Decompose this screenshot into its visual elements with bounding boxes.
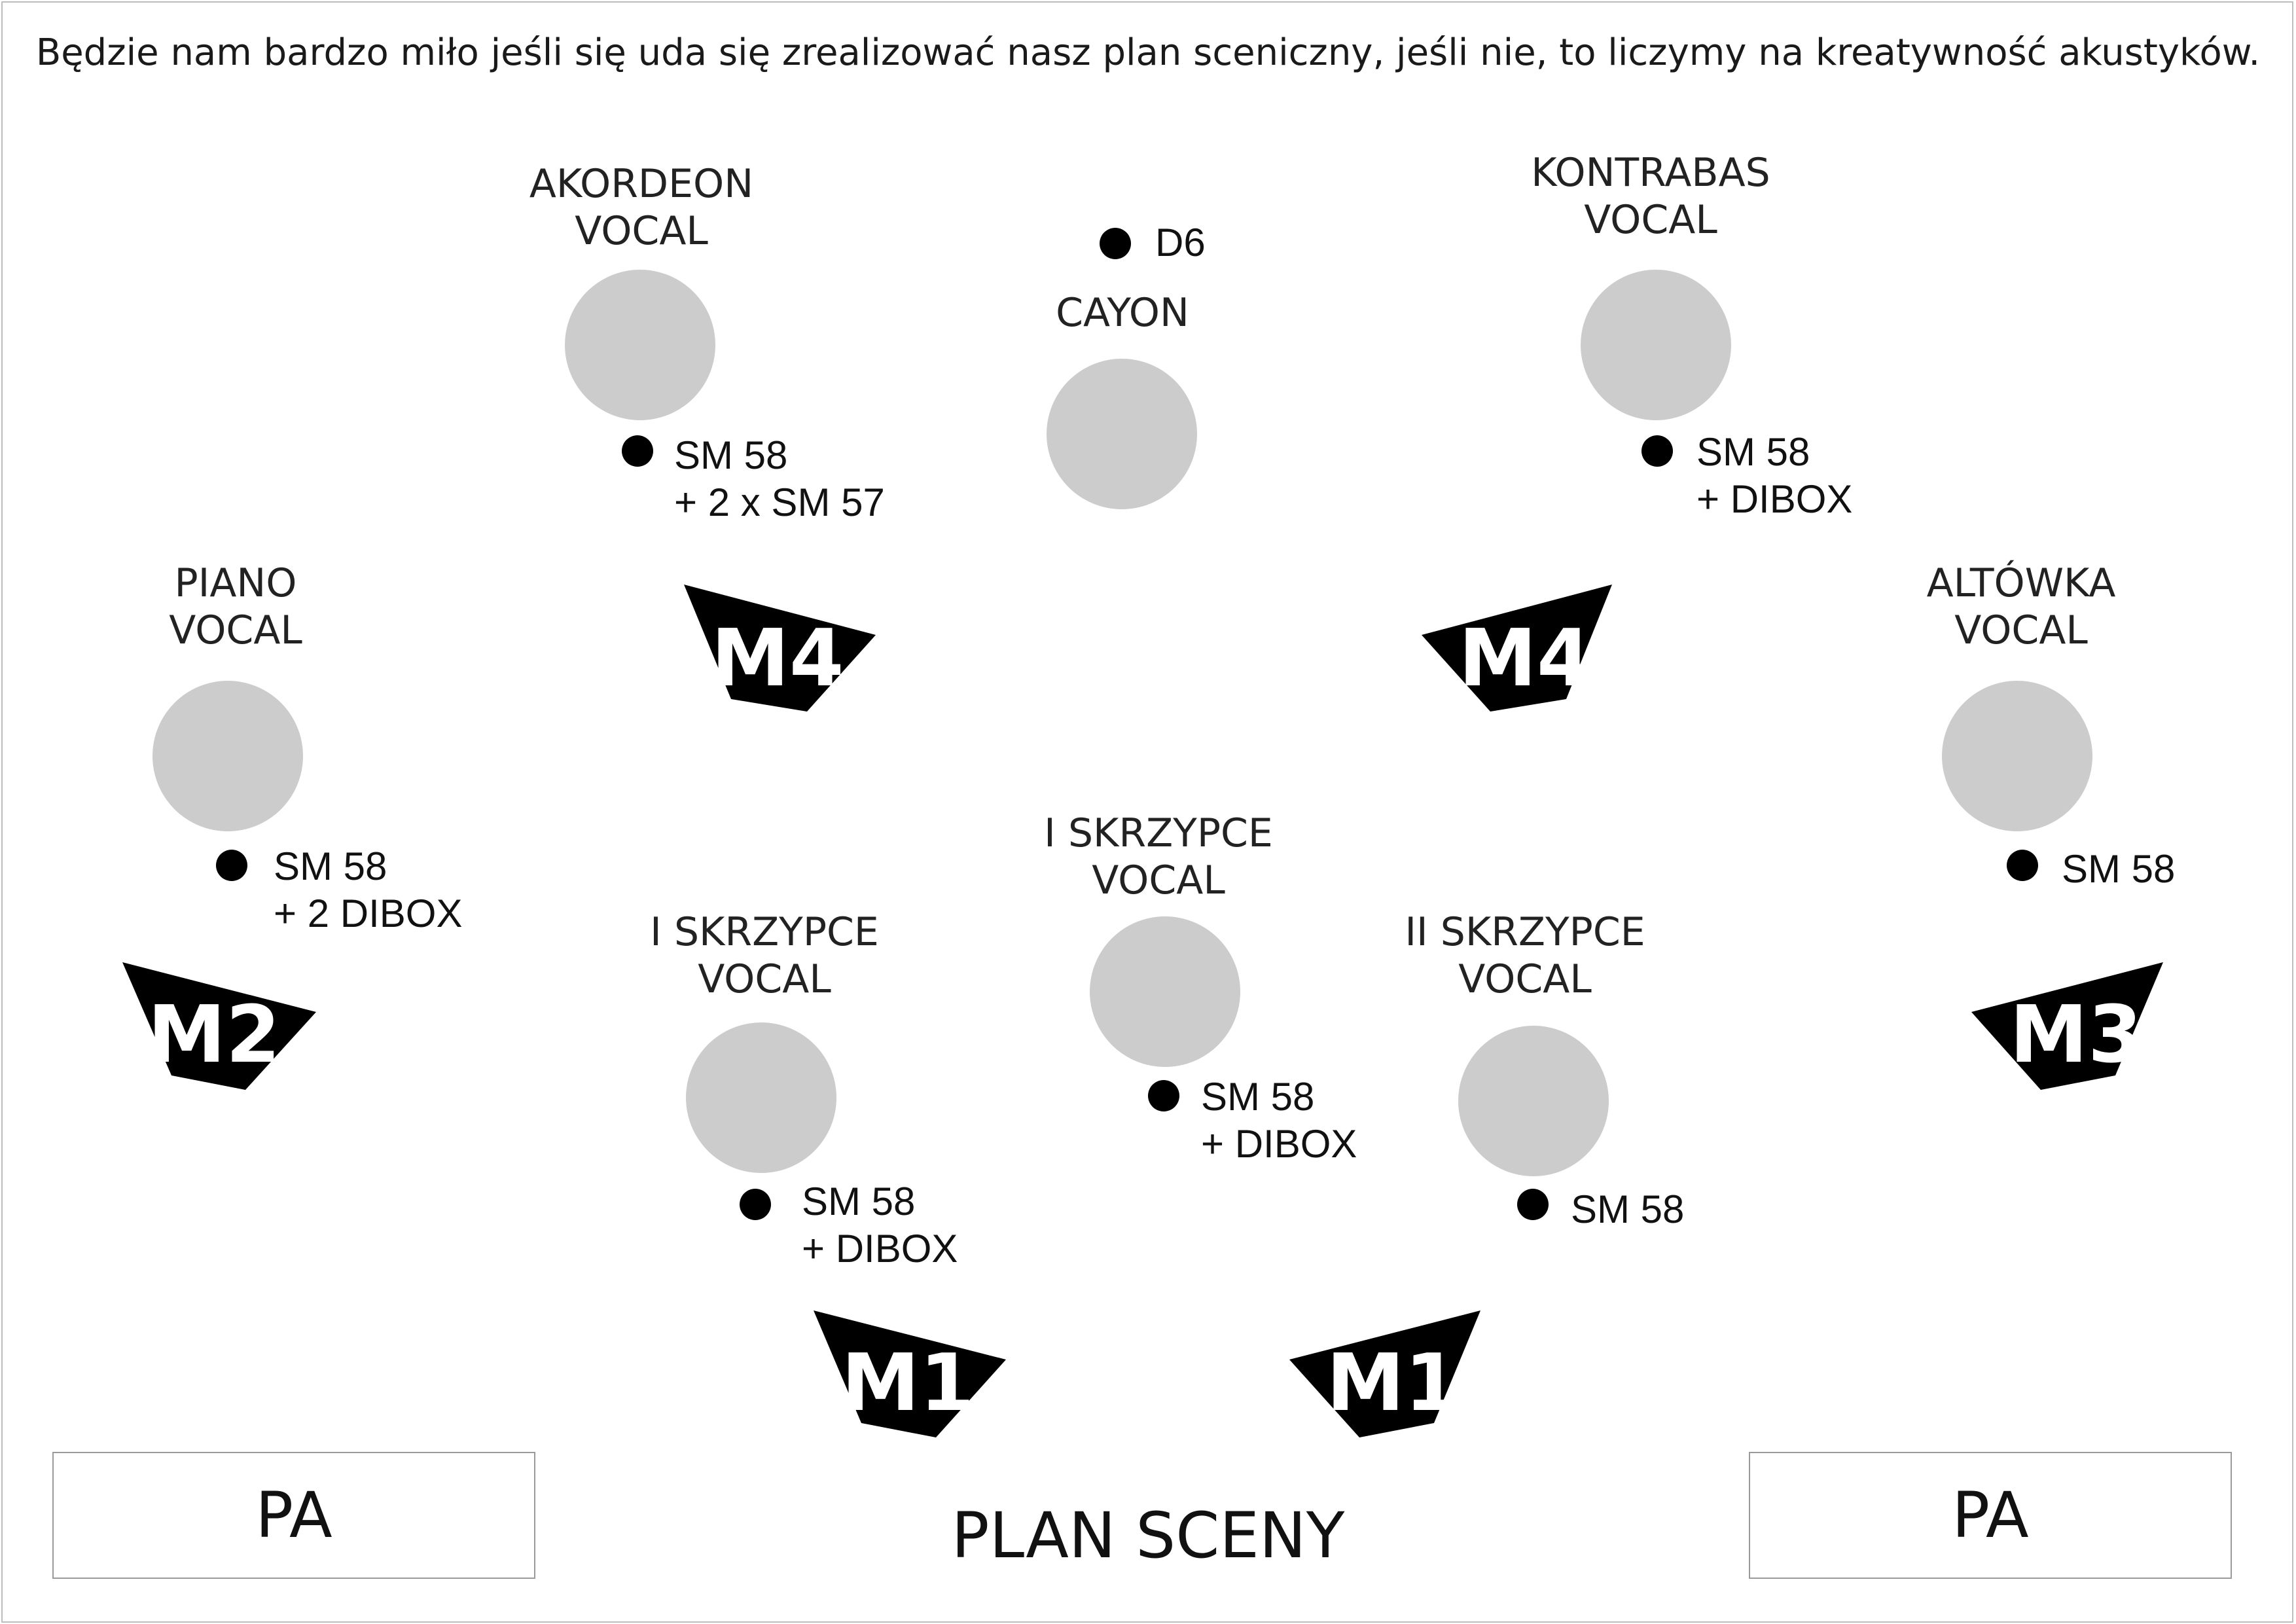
monitor-m1-right: M1 [1289, 1310, 1480, 1437]
monitor-m1-right-label: M1 [1327, 1338, 1460, 1429]
akordeon-label: AKORDEON VOCAL [529, 160, 753, 255]
kontrabas-mic2: + DIBOX [1696, 477, 1853, 521]
kontrabas-mic1: SM 58 [1696, 430, 1810, 474]
skrzypce-left-mic-dot [740, 1189, 771, 1220]
kontrabas-mic-dot [1641, 435, 1673, 467]
monitor-m2-label: M2 [148, 990, 281, 1081]
piano-position [152, 681, 303, 831]
piano-mic2: + 2 DIBOX [274, 892, 463, 935]
monitor-m4-left-label: M4 [711, 613, 844, 704]
skrzypce-left-label: I SKRZYPCE VOCAL [650, 909, 879, 1003]
monitor-m4-left: M4 [684, 585, 876, 712]
skrzypce-center-line1: I SKRZYPCE [1044, 810, 1273, 856]
skrzypce-center-mic2: + DIBOX [1201, 1122, 1357, 1166]
skrzypce-left-line2: VOCAL [698, 956, 831, 1002]
piano-label: PIANO VOCAL [169, 560, 302, 654]
skrzypce-center-mic1: SM 58 [1201, 1075, 1315, 1119]
monitor-m4-right-label: M4 [1459, 613, 1592, 704]
piano-mic1: SM 58 [274, 844, 387, 888]
skrzypce-left-line1: I SKRZYPCE [650, 909, 879, 955]
akordeon-position [565, 270, 715, 420]
monitor-m3-label: M3 [2010, 990, 2143, 1081]
monitor-m3: M3 [1971, 962, 2163, 1090]
cayon-position [1047, 359, 1197, 509]
akordeon-mics: SM 58 + 2 x SM 57 [674, 432, 885, 526]
piano-mics: SM 58 + 2 DIBOX [274, 843, 462, 937]
skrzypce2-label: II SKRZYPCE VOCAL [1405, 909, 1645, 1003]
kontrabas-position [1581, 270, 1731, 420]
skrzypce-center-mics: SM 58 + DIBOX [1201, 1074, 1357, 1168]
skrzypce-center-position [1090, 916, 1240, 1067]
skrzypce-center-label: I SKRZYPCE VOCAL [1044, 810, 1273, 904]
akordeon-mic1: SM 58 [674, 433, 788, 477]
skrzypce-left-mic1: SM 58 [802, 1180, 916, 1223]
skrzypce-left-position [686, 1022, 836, 1173]
skrzypce-left-mic2: + DIBOX [802, 1227, 958, 1271]
kontrabas-mics: SM 58 + DIBOX [1696, 429, 1852, 523]
monitor-m1-left-label: M1 [842, 1338, 975, 1429]
altowka-mic-dot [2007, 850, 2038, 881]
cayon-mic-dot [1100, 228, 1131, 259]
piano-line1: PIANO [174, 560, 297, 606]
altowka-mic: SM 58 [2062, 847, 2176, 891]
skrzypce2-position [1458, 1026, 1609, 1176]
skrzypce2-line1: II SKRZYPCE [1405, 909, 1645, 955]
monitor-m1-left: M1 [814, 1310, 1006, 1437]
kontrabas-line2: VOCAL [1584, 197, 1717, 243]
cayon-line1: CAYON [1056, 290, 1189, 336]
akordeon-mic2: + 2 x SM 57 [674, 480, 885, 524]
altowka-line2: VOCAL [1954, 607, 2088, 653]
monitor-m2: M2 [122, 962, 316, 1090]
kontrabas-label: KONTRABAS VOCAL [1531, 149, 1770, 244]
skrzypce-left-mics: SM 58 + DIBOX [802, 1178, 958, 1272]
skrzypce2-mic: SM 58 [1571, 1187, 1685, 1231]
cayon-mic: D6 [1155, 221, 1206, 264]
piano-mic-dot [216, 850, 247, 881]
skrzypce-center-line2: VOCAL [1092, 857, 1225, 903]
skrzypce-center-mic-dot [1148, 1080, 1179, 1111]
intro-note: Będzie nam bardzo miło jeśli się uda się… [35, 31, 2261, 74]
altowka-line1: ALTÓWKA [1926, 560, 2116, 606]
pa-right: PA [1749, 1452, 2232, 1579]
monitor-m4-right: M4 [1422, 585, 1612, 712]
altowka-position [1942, 681, 2092, 831]
piano-line2: VOCAL [169, 607, 302, 653]
plan-title: PLAN SCENY [951, 1499, 1345, 1572]
cayon-label: CAYON [1056, 289, 1189, 336]
akordeon-line1: AKORDEON [529, 161, 754, 207]
skrzypce2-mic-dot [1517, 1189, 1549, 1220]
akordeon-mic-dot [622, 435, 653, 467]
akordeon-line2: VOCAL [575, 208, 708, 254]
skrzypce2-line2: VOCAL [1458, 956, 1592, 1002]
altowka-label: ALTÓWKA VOCAL [1927, 560, 2116, 654]
pa-left: PA [52, 1452, 535, 1579]
kontrabas-line1: KONTRABAS [1531, 150, 1770, 196]
